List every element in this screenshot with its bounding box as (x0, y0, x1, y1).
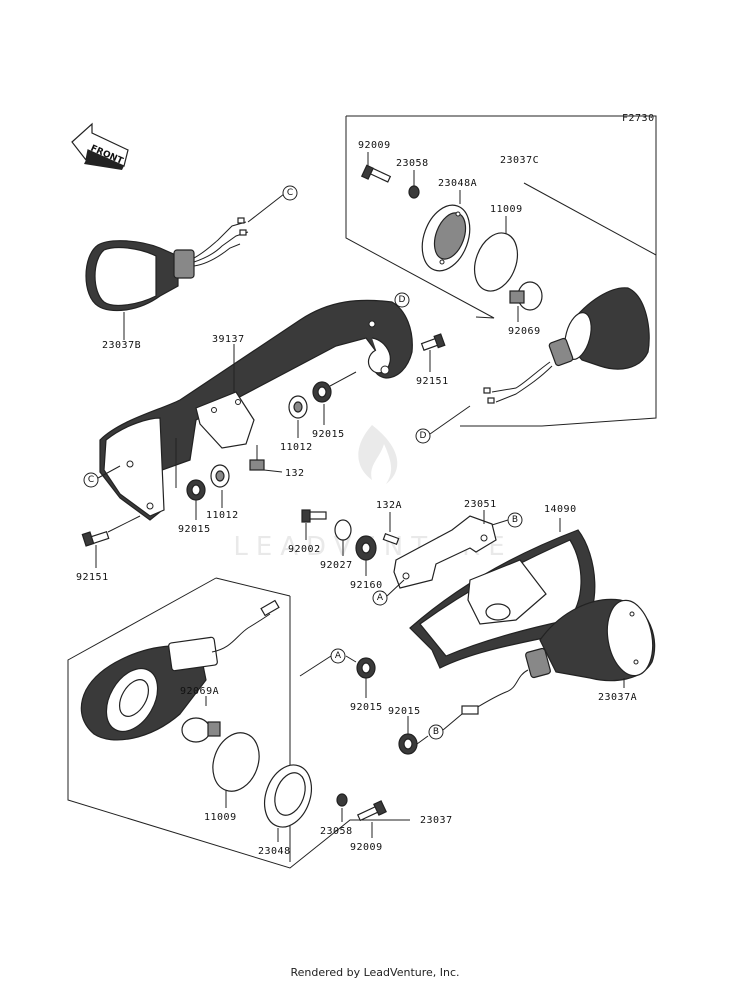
svg-text:C: C (88, 475, 94, 485)
callout-d-top: D (394, 292, 410, 308)
label-11009-bot: 11009 (204, 812, 237, 823)
label-92002: 92002 (288, 544, 321, 555)
collar-92027 (334, 519, 352, 541)
label-92015-d: 92015 (388, 706, 421, 717)
grommet-92015-a (312, 381, 332, 403)
collar-11012-a (288, 395, 308, 419)
turn-signal-23037 (80, 599, 280, 741)
label-11012-b: 11012 (206, 510, 239, 521)
callout-d-right: D (415, 428, 431, 444)
damper-92160 (355, 535, 377, 561)
label-92069: 92069 (508, 326, 541, 337)
svg-text:D: D (420, 431, 427, 441)
bulb-92069 (509, 281, 543, 311)
label-92151-right: 92151 (416, 376, 449, 387)
label-23058-top: 23058 (396, 158, 429, 169)
bolt-92002 (301, 509, 327, 523)
nut-23058-top (408, 185, 420, 199)
rim-23048a (421, 204, 471, 272)
svg-text:D: D (399, 295, 406, 305)
bracket-39137 (99, 299, 413, 521)
bolt-132 (249, 445, 265, 471)
callout-a-mid: A (372, 590, 388, 606)
grommet-92015-c (356, 657, 376, 679)
svg-text:C: C (287, 188, 293, 198)
label-92015-c: 92015 (350, 702, 383, 713)
grommet-92015-d (398, 733, 418, 755)
label-23048: 23048 (258, 846, 291, 857)
footer-credit: Rendered by LeadVenture, Inc. (290, 966, 459, 979)
label-23037a: 23037A (598, 692, 637, 703)
bolt-92151-right (420, 333, 446, 351)
collar-11012-b (210, 464, 230, 488)
label-92015-b: 92015 (178, 524, 211, 535)
label-23037c: 23037C (500, 155, 539, 166)
rim-23048 (264, 764, 312, 828)
label-92015-a: 92015 (312, 429, 345, 440)
turn-signal-23037a (461, 598, 656, 715)
label-23037b: 23037B (102, 340, 141, 351)
turn-signal-23037c (483, 287, 650, 404)
group-border-23037c (345, 116, 495, 319)
label-92151-left: 92151 (76, 572, 109, 583)
svg-text:A: A (335, 651, 342, 661)
gasket-11009-bot (212, 732, 260, 792)
svg-text:B: B (512, 515, 518, 525)
figure-code: F2730 (622, 113, 655, 124)
screw-92009-top (360, 164, 392, 183)
label-39137: 39137 (212, 334, 245, 345)
front-arrow-icon: FRONT (71, 122, 129, 170)
gasket-11009-top (473, 232, 519, 292)
label-11012-a: 11012 (280, 442, 313, 453)
svg-text:B: B (433, 727, 439, 737)
label-92160: 92160 (350, 580, 383, 591)
label-23048a: 23048A (438, 178, 477, 189)
label-132a: 132A (376, 500, 402, 511)
label-14090: 14090 (544, 504, 577, 515)
label-11009-top: 11009 (490, 204, 523, 215)
bolt-92151-left (81, 530, 110, 547)
grommet-92015-b (186, 479, 206, 501)
callout-b-mid: B (507, 512, 523, 528)
label-92027: 92027 (320, 560, 353, 571)
label-23051: 23051 (464, 499, 497, 510)
turn-signal-23037b (85, 193, 285, 312)
callout-c-top: C (282, 185, 298, 201)
label-132: 132 (285, 468, 305, 479)
bolt-132a (382, 533, 400, 545)
label-92009-top: 92009 (358, 140, 391, 151)
label-92069a: 92069A (180, 686, 219, 697)
callout-a-low: A (330, 648, 346, 664)
label-92009-bot: 92009 (350, 842, 383, 853)
callout-c-left: C (83, 472, 99, 488)
bulb-92069a (181, 717, 221, 743)
callout-b-low: B (428, 724, 444, 740)
label-23058-bot: 23058 (320, 826, 353, 837)
label-23037: 23037 (420, 815, 453, 826)
screw-92009-bot (356, 800, 387, 822)
svg-text:A: A (377, 593, 384, 603)
nut-23058-bot (336, 793, 348, 807)
